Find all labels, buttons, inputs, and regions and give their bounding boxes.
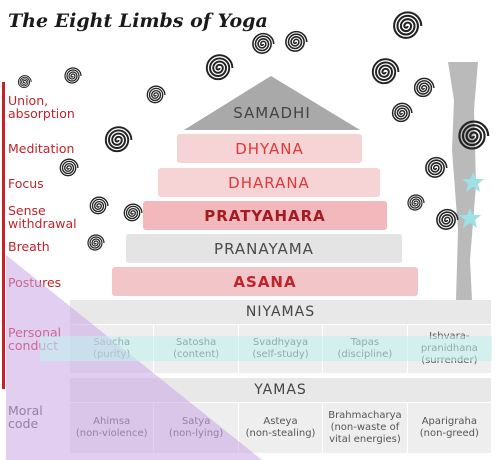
limb-asana: ASANA [112,267,418,296]
label-breath: Breath [8,239,50,254]
niyama-svadhyaya: Svadhyaya(self-study) [239,325,324,373]
niyama-name: Satosha [176,337,217,348]
samadhi-triangle [184,76,360,130]
yama-meaning: (non-lying) [168,428,224,439]
label-meditation: Meditation [8,141,75,156]
niyama-meaning: (content) [173,349,220,360]
limb-pranayama: PRANAYAMA [126,234,402,263]
yama-ahimsa: Ahimsa(non-violence) [70,403,155,453]
niyama-tapas: Tapas(discipline) [323,325,408,373]
label-union: Union, absorption [8,93,75,121]
niyama-name: Svadhyaya [252,337,309,348]
yama-aparigraha: Aparigraha(non-greed) [408,403,491,453]
niyama-meaning: (surrender) [421,355,478,366]
yama-name: Ahimsa [93,416,131,427]
yama-name: Satya [181,416,211,427]
left-red-rule [2,82,5,389]
label-sense-withdrawal: Sense withdrawal [8,203,77,231]
niyama-meaning: (discipline) [337,349,393,360]
diagram-title: The Eight Limbs of Yoga [8,10,268,32]
niyama-ishvara-pranidhana: Ishvara- pranidhana(surrender) [408,325,491,373]
yama-name: Asteya [263,416,298,427]
limb-dharana: DHARANA [158,168,380,197]
niyama-name: Ishvara- pranidhana [420,331,478,354]
niyama-satosha: Satosha(content) [154,325,239,373]
niyama-meaning: (purity) [93,349,131,360]
label-focus: Focus [8,176,44,191]
yama-satya: Satya(non-lying) [154,403,239,453]
niyamas-header: NIYAMAS [70,300,491,324]
yama-meaning: (non-waste of vital energies) [329,422,401,445]
yama-brahmacharya: Brahmacharya(non-waste of vital energies… [323,403,408,453]
yama-asteya: Asteya(non-stealing) [239,403,324,453]
yama-meaning: (non-violence) [75,428,148,439]
yama-name: Brahmacharya [328,410,402,421]
limb-pratyahara: PRATYAHARA [143,201,387,230]
niyama-name: Tapas [350,337,380,348]
niyama-saucha: Saucha(purity) [70,325,155,373]
yama-name: Aparigraha [421,416,477,427]
yama-meaning: (non-greed) [419,428,479,439]
yamas-header: YAMAS [70,378,491,402]
limb-samadhi: SAMADHI [233,104,311,122]
yama-meaning: (non-stealing) [245,428,316,439]
niyamas-row: Saucha(purity) Satosha(content) Svadhyay… [70,325,491,373]
limb-dhyana: DHYANA [177,134,362,163]
niyama-meaning: (self-study) [252,349,309,360]
niyama-name: Saucha [93,337,131,348]
yamas-row: Ahimsa(non-violence) Satya(non-lying) As… [70,403,491,453]
